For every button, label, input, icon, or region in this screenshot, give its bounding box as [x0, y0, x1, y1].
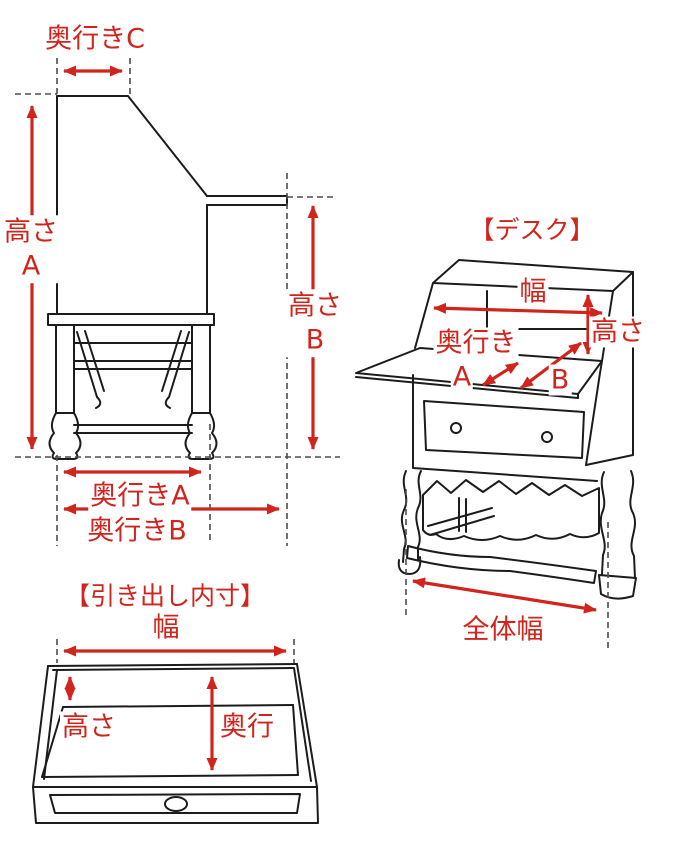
- desk-view-title: 【デスク】: [467, 215, 597, 246]
- desk-depth-prefix-label: 奥行き: [433, 327, 519, 359]
- drawer-depth-label: 奥行: [218, 711, 276, 743]
- drawer-view-dimension-arrows: [63, 645, 287, 771]
- drawer-view-drawing: [32, 663, 319, 824]
- drawer-view-guide-lines: [56, 639, 295, 663]
- side-view-dimension-arrows: [26, 65, 319, 515]
- desk-width-label: 幅: [517, 276, 549, 308]
- desk-depth-a-label: A: [450, 361, 474, 393]
- desk-depth-a-arrow: [482, 361, 519, 387]
- desk-overall-width-arrow: [412, 577, 597, 614]
- desk-overall-width-label: 全体幅: [460, 614, 546, 646]
- side-depth-a-label: 奥行きA: [88, 480, 192, 512]
- side-view-guide-lines: [15, 58, 340, 546]
- drawer-view-title: 【引き出し内寸】: [62, 581, 268, 612]
- desk-depth-b-label: B: [548, 364, 572, 396]
- side-view-drawing: [47, 95, 288, 460]
- desk-width-arrow: [433, 302, 603, 319]
- side-height-b-label: 高さ B: [286, 289, 344, 357]
- side-depth-b-label: 奥行きB: [85, 515, 189, 547]
- drawer-knob-left: [450, 422, 462, 434]
- desk-view-guide-lines: [405, 489, 609, 649]
- drawer-knob-right: [541, 431, 553, 443]
- desk-height-label: 高さ: [589, 316, 647, 348]
- side-height-a-label: 高さ A: [2, 215, 60, 283]
- drawer-height-label: 高さ: [60, 711, 118, 743]
- drawer-front-knob: [164, 796, 188, 812]
- drawer-width-label: 幅: [150, 612, 182, 644]
- side-depth-c-label: 奥行きC: [43, 23, 147, 55]
